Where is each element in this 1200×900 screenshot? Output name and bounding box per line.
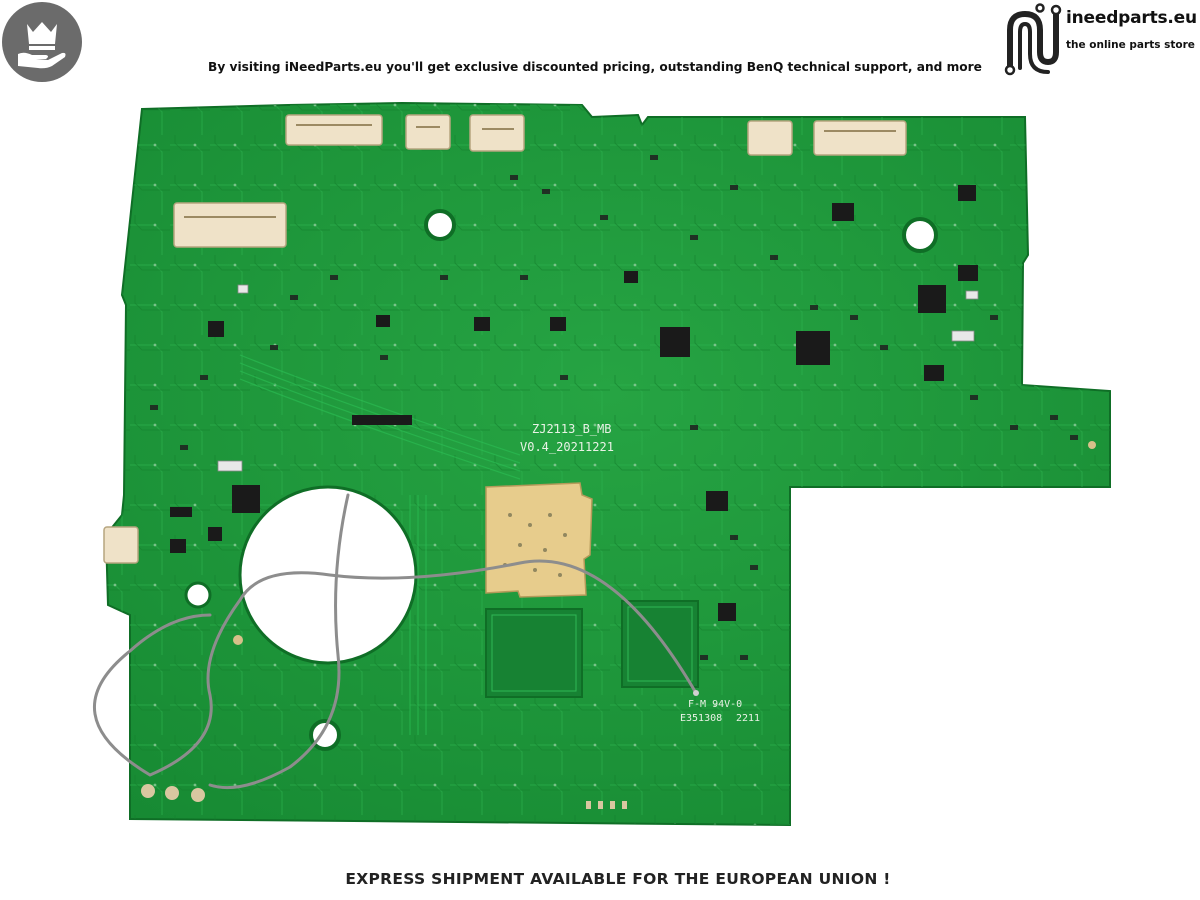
date-code: 2211	[736, 713, 760, 724]
crown-in-hand-icon	[18, 22, 66, 69]
ul-mark: F-M 94V-0	[688, 699, 742, 710]
product-photo: ZJ2113_B_MB V0.4_20211221 F-M 94V-0 E351…	[90, 95, 1120, 840]
shipping-banner-text: EXPRESS SHIPMENT AVAILABLE FOR THE EUROP…	[345, 870, 891, 888]
brand-logo[interactable]: ineedparts.eu the online parts store	[1000, 2, 1200, 76]
silkscreen-model: ZJ2113_B_MB	[532, 422, 611, 436]
silkscreen-version: V0.4_20211221	[520, 440, 614, 454]
promo-banner-text: By visiting iNeedParts.eu you'll get exc…	[208, 60, 982, 74]
brand-tagline: the online parts store	[1066, 39, 1195, 51]
ul-code: E351308	[680, 713, 722, 724]
brand-name: ineedparts.eu	[1066, 8, 1197, 28]
circuit-n-logo-icon	[1004, 3, 1062, 76]
crown-badge	[2, 2, 82, 82]
pcb-board: ZJ2113_B_MB V0.4_20211221 F-M 94V-0 E351…	[92, 101, 1111, 827]
